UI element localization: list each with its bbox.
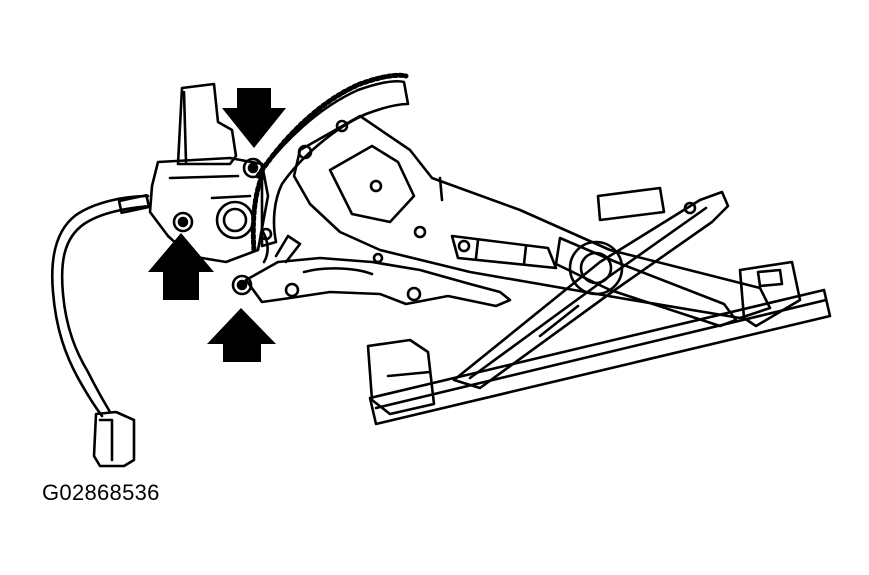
upper-slider-block bbox=[596, 186, 666, 222]
guide-rail bbox=[368, 288, 832, 426]
callout-arrow-bottom bbox=[207, 308, 276, 362]
regulator-motor bbox=[148, 82, 273, 264]
motor-wire-harness bbox=[51, 193, 152, 418]
callout-arrow-top bbox=[222, 88, 286, 148]
main-arm-plate bbox=[292, 114, 772, 320]
bolt-left bbox=[172, 211, 194, 233]
bolt-top bbox=[242, 157, 264, 179]
bolt-bottom bbox=[231, 274, 253, 296]
sector-gear bbox=[250, 72, 410, 253]
rail-bracket-right bbox=[738, 260, 802, 328]
lower-base-plate bbox=[244, 234, 512, 308]
arm-pivot bbox=[538, 240, 624, 338]
callout-arrow-left bbox=[148, 233, 214, 300]
figure-code: G02868536 bbox=[42, 480, 160, 505]
rail-bracket-left bbox=[366, 338, 436, 416]
wire-connector bbox=[92, 410, 136, 468]
